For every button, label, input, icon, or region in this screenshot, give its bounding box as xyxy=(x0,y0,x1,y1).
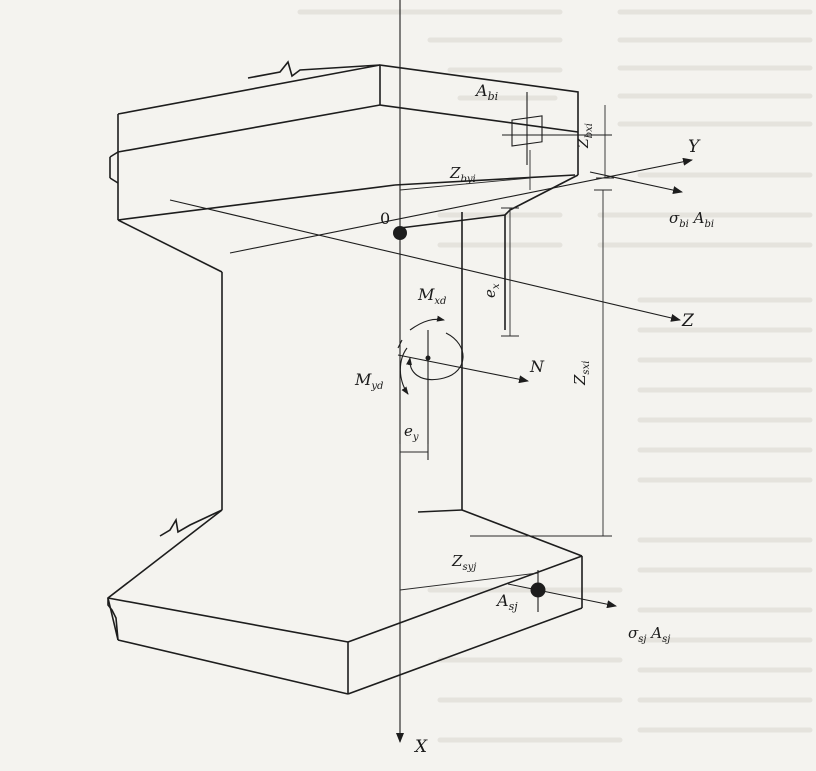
origin-point xyxy=(393,226,407,240)
ex-label: ex xyxy=(481,283,502,298)
z-byi-label: Zbyi xyxy=(449,164,476,185)
area-bi-label: Abi xyxy=(474,81,498,103)
dimension-z-syj: Zsyj xyxy=(399,552,539,600)
area-sj-label: Asj xyxy=(495,591,518,613)
force-n-label: N xyxy=(529,357,545,376)
moment-myd-label: Myd xyxy=(354,370,383,392)
stress-sj-label: σsj Asj xyxy=(628,624,670,645)
dimension-z-sxi: Zsxi xyxy=(470,189,612,537)
axes: X Y Z 0 xyxy=(169,0,701,757)
dimension-z-byi: Zbyi xyxy=(399,150,531,191)
ey-label: ey xyxy=(404,422,419,443)
axis-x-label: X xyxy=(413,737,428,757)
z-bxi-label: Zbxi xyxy=(576,123,595,149)
axis-y-label: Y xyxy=(688,137,701,157)
stress-bi-label: σbi Abi xyxy=(669,209,714,230)
eccentricity-ex: ex xyxy=(481,207,519,337)
element-area-sj: Asj σsj Asj xyxy=(495,570,670,645)
eccentricity-ey: ey xyxy=(399,422,429,460)
element-area-bi: Abi σbi Abi xyxy=(474,81,714,230)
z-sxi-label: Zsxi xyxy=(571,361,592,386)
moment-mxd-label: Mxd xyxy=(417,285,446,307)
origin-label: 0 xyxy=(380,209,390,228)
z-syj-label: Zsyj xyxy=(451,552,476,573)
axis-z-label: Z xyxy=(681,311,695,331)
load-point: N Mxd Myd xyxy=(354,285,545,460)
dimension-z-bxi: Zbxi xyxy=(576,105,614,179)
